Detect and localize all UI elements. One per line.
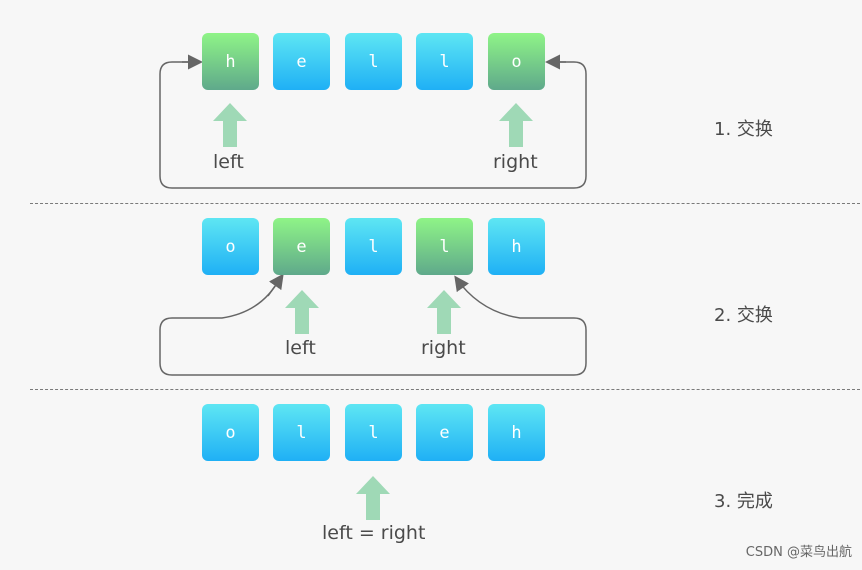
pointer-left-label: left <box>213 151 244 173</box>
divider-1 <box>30 203 860 204</box>
char-box: e <box>273 218 330 275</box>
char-box: h <box>488 404 545 461</box>
char-box: o <box>202 218 259 275</box>
step-caption: 2. 交换 <box>714 305 773 326</box>
step-caption: 3. 完成 <box>714 491 773 512</box>
char-box: h <box>202 33 259 90</box>
up-arrow-icon <box>499 103 533 147</box>
pointer-right-label: right <box>421 337 466 359</box>
char-box: l <box>273 404 330 461</box>
char-box: l <box>345 218 402 275</box>
pointer-right-label: right <box>493 151 538 173</box>
up-arrow-icon <box>285 290 319 334</box>
char-box: l <box>416 33 473 90</box>
char-box: h <box>488 218 545 275</box>
char-box: o <box>488 33 545 90</box>
char-box: e <box>273 33 330 90</box>
char-box: o <box>202 404 259 461</box>
char-box: l <box>345 404 402 461</box>
up-arrow-icon <box>427 290 461 334</box>
step-caption: 1. 交换 <box>714 119 773 140</box>
credit-watermark: CSDN @菜鸟出航 <box>745 545 852 560</box>
pointer-left-label: left <box>285 337 316 359</box>
char-box: l <box>416 218 473 275</box>
up-arrow-icon <box>213 103 247 147</box>
swap-connector-row-1 <box>159 61 587 189</box>
char-box: e <box>416 404 473 461</box>
divider-2 <box>30 389 860 390</box>
up-arrow-icon <box>356 476 390 520</box>
swap-connector-row-2 <box>159 275 587 376</box>
char-box: l <box>345 33 402 90</box>
pointer-both-label: left = right <box>322 522 426 544</box>
